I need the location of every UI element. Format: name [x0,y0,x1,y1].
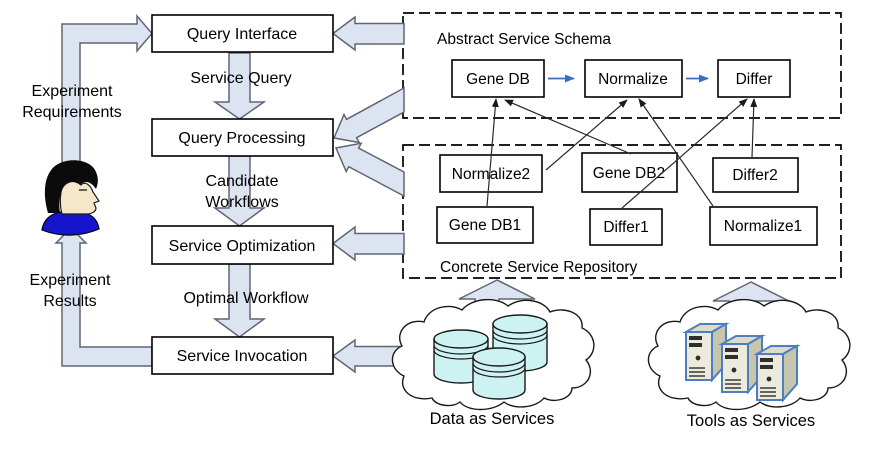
differ2-box [712,157,799,193]
service-query-label: Service Query [190,70,291,87]
user-hair [44,160,98,213]
arrow-data-cloud-to-service-invocation [331,338,403,374]
experiment-results-label-line2: Results [43,293,96,310]
query-interface-label: Query Interface [187,26,297,43]
concrete-repository-title: Concrete Service Repository [440,259,638,276]
arrow-schema-to-query-interface [331,15,405,52]
normalize-label: Normalize [598,71,668,88]
query-interface-box [151,14,334,53]
candidate-workflows-label-line2: Workflows [205,194,279,211]
differ-label: Differ [736,71,773,88]
server-icons [682,322,801,403]
gene-db2-box [581,152,678,193]
differ1-label: Differ1 [603,219,648,236]
user-face [59,179,100,215]
abstract-schema-title: Abstract Service Schema [437,31,611,48]
gene-db-box [451,59,545,98]
service-invocation-label: Service Invocation [177,348,308,365]
arrow-experiment-requirements [61,13,153,169]
gene-db-label: Gene DB [466,71,530,88]
server-tower-3 [753,344,801,403]
differ1-box [589,208,663,246]
map-differ2-to-differ [750,98,758,158]
map-genedb1-to-genedb [486,98,499,207]
arrow-schema-to-query-processing [332,86,405,144]
candidate-workflows-label-line1: Candidate [206,173,279,190]
data-as-services-label: Data as Services [430,410,555,428]
tools-as-services-label: Tools as Services [687,412,815,430]
optimal-workflow-label: Optimal Workflow [183,290,309,307]
gene-db1-box [436,206,534,244]
arrow-service-query-down [212,52,267,120]
map-differ1-to-differ [621,98,748,209]
user-shirt [41,210,100,236]
tools-cloud [647,299,851,411]
map-normalize2-to-normalize [545,99,628,171]
server-tower-1 [682,322,730,383]
experiment-requirements-label-line2: Requirements [22,104,122,121]
normalize-box [584,59,683,98]
differ2-label: Differ2 [732,167,777,184]
arrow-repository-to-service-optimization [331,225,405,262]
database-icons [433,314,548,400]
map-normalize1-to-normalize [638,98,714,207]
gene-db1-label: Gene DB1 [449,217,521,234]
normalize1-label: Normalize1 [724,218,802,235]
gene-db2-label: Gene DB2 [593,165,665,182]
experiment-results-label-line1: Experiment [30,272,111,289]
query-processing-label: Query Processing [178,130,305,147]
db-cylinder-front [472,347,526,400]
experiment-requirements-label-line1: Experiment [32,83,113,100]
data-cloud [391,299,595,411]
differ-box [717,59,791,98]
service-optimization-label: Service Optimization [169,238,316,255]
normalize1-box [709,206,818,246]
arrow-optimal-workflow-down [212,263,267,338]
service-optimization-box [151,225,334,265]
service-invocation-box [151,336,334,375]
server-tower-2 [718,334,766,395]
user-icon [41,160,100,236]
query-processing-box [151,118,334,157]
map-genedb2-to-genedb [504,99,632,155]
normalize2-label: Normalize2 [452,166,530,183]
arrow-candidate-workflows-down [212,155,267,227]
arrow-repository-to-query-processing [334,142,405,198]
